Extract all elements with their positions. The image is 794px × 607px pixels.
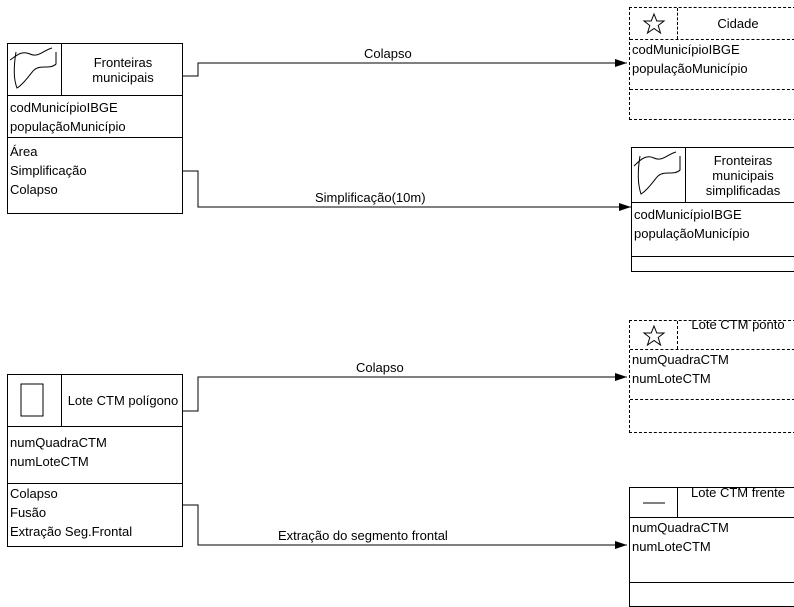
attribute: numQuadraCTM	[632, 520, 729, 535]
attribute: codMunicípioIBGE	[10, 100, 118, 115]
class-title: Lote CTM frente	[691, 485, 785, 500]
region-icon	[8, 44, 62, 95]
class-box-lote-poligono[interactable]: Lote CTM polígono numQuadraCTM numLoteCT…	[7, 374, 183, 547]
colapso-top-arrow	[183, 59, 627, 77]
polygon-icon	[8, 375, 62, 426]
connector-label-colapso-top: Colapso	[364, 46, 412, 61]
extracao-arrow	[183, 504, 627, 549]
attribute: populaçãoMunicípio	[632, 61, 748, 76]
operation: Colapso	[10, 486, 58, 501]
class-title: Fronteiras municipais simplificadas	[705, 152, 781, 198]
attribute: numQuadraCTM	[10, 435, 107, 450]
operation: Colapso	[10, 182, 58, 197]
class-title: Lote CTM ponto	[691, 317, 785, 332]
class-header: Lote CTM ponto	[630, 317, 794, 350]
class-box-fronteiras-simplificadas[interactable]: Fronteiras municipais simplificadas codM…	[631, 147, 794, 272]
operation-section: Colapso Fusão Extração Seg.Frontal	[8, 484, 182, 541]
attribute: codMunicípioIBGE	[632, 42, 740, 57]
attribute-section: numQuadraCTM numLoteCTM	[8, 427, 182, 484]
operation: Fusão	[10, 505, 47, 520]
star-icon	[630, 8, 678, 39]
connector-label-simplificacao: Simplificação(10m)	[315, 190, 426, 205]
class-box-lote-frente[interactable]: Lote CTM frente numQuadraCTM numLoteCTM	[629, 485, 794, 607]
class-box-fronteiras-municipais[interactable]: Fronteiras municipais codMunicípioIBGE p…	[7, 43, 183, 214]
class-header: Cidade	[630, 8, 794, 40]
region-icon	[632, 148, 686, 202]
connector-label-colapso-bottom: Colapso	[356, 360, 404, 375]
attribute: populaçãoMunicípio	[634, 226, 750, 241]
attribute: populaçãoMunicípio	[10, 119, 126, 134]
line-icon	[630, 488, 678, 517]
attribute-section: numQuadraCTM numLoteCTM	[630, 350, 794, 400]
class-box-cidade[interactable]: Cidade codMunicípioIBGE populaçãoMunicíp…	[629, 7, 794, 120]
class-header: Lote CTM frente	[630, 485, 794, 518]
attribute-section: numQuadraCTM numLoteCTM	[630, 518, 794, 583]
attribute-section: codMunicípioIBGE populaçãoMunicípio	[632, 203, 794, 257]
class-header: Fronteiras municipais	[8, 44, 182, 96]
attribute-section: codMunicípioIBGE populaçãoMunicípio	[630, 40, 794, 90]
attribute: numLoteCTM	[632, 371, 711, 386]
operation: Simplificação	[10, 163, 87, 178]
attribute: codMunicípioIBGE	[634, 207, 742, 222]
star-icon	[630, 321, 678, 349]
attribute: numQuadraCTM	[632, 352, 729, 367]
class-title: Cidade	[717, 16, 759, 31]
colapso-bottom-arrow	[183, 373, 627, 412]
attribute: numLoteCTM	[632, 539, 711, 554]
class-header: Fronteiras municipais simplificadas	[632, 148, 794, 203]
class-title: Lote CTM polígono	[67, 393, 179, 408]
simplificacao-arrow	[183, 170, 631, 211]
class-header: Lote CTM polígono	[8, 375, 182, 427]
operation: Área	[10, 144, 38, 159]
operation-section: Área Simplificação Colapso	[8, 138, 182, 199]
attribute-section: codMunicípioIBGE populaçãoMunicípio	[8, 96, 182, 138]
class-title: Fronteiras municipais	[92, 54, 154, 85]
connector-label-extracao: Extração do segmento frontal	[278, 528, 448, 543]
operation: Extração Seg.Frontal	[10, 524, 133, 539]
class-box-lote-ponto[interactable]: Lote CTM ponto numQuadraCTM numLoteCTM	[629, 317, 794, 433]
attribute: numLoteCTM	[10, 454, 89, 469]
